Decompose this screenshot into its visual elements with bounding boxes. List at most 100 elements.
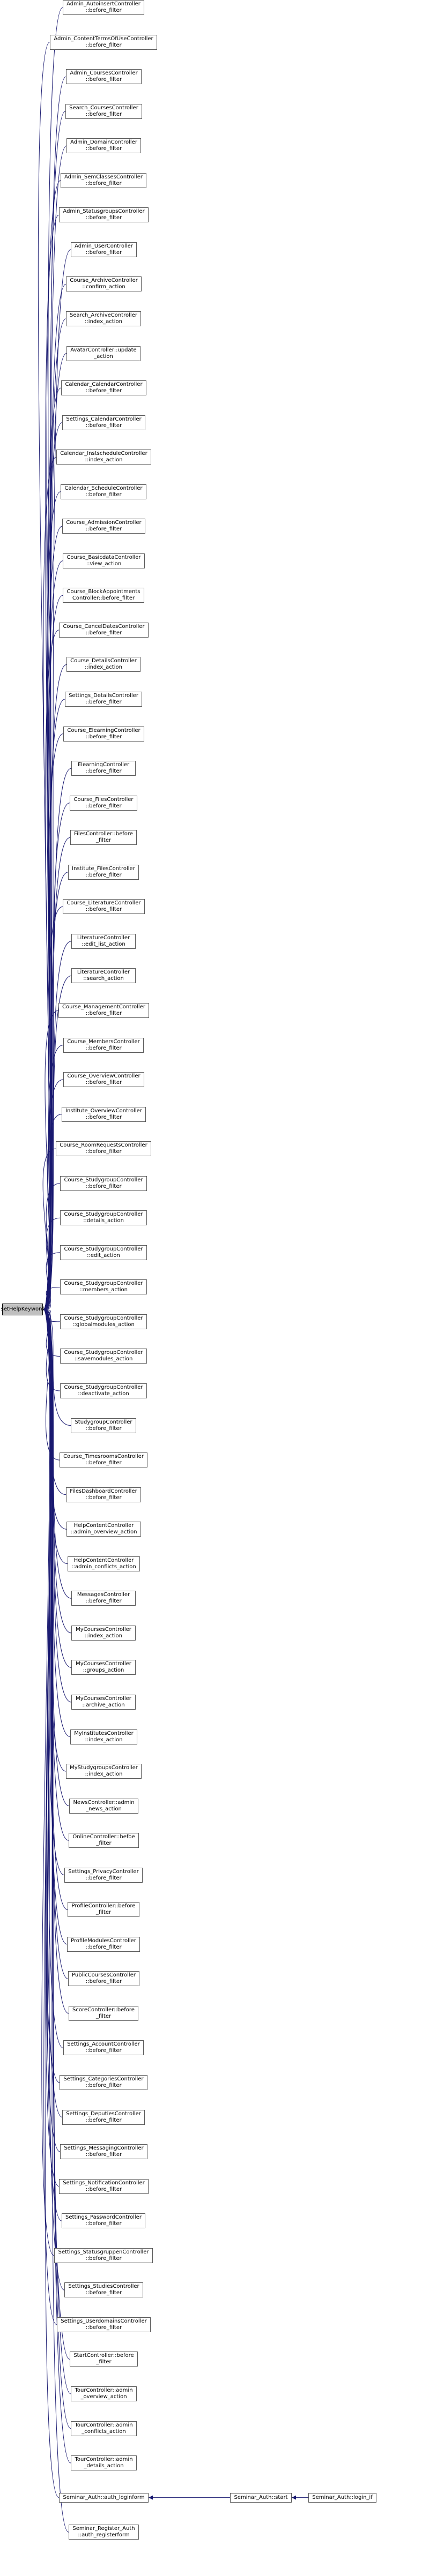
function-name-line: ::before_filter [85, 1875, 122, 1881]
caller-node[interactable]: StartController::before_filter [70, 2352, 138, 2367]
caller-node[interactable]: ScoreController::before_filter [69, 2006, 138, 2021]
caller-node[interactable]: Course_CancelDatesController::before_fil… [59, 623, 149, 638]
caller-node[interactable]: ElearningController::before_filter [71, 761, 136, 776]
caller-node[interactable]: LiteratureController::edit_list_action [71, 934, 136, 949]
caller-node[interactable]: Settings_DetailsController::before_filte… [65, 692, 142, 707]
function-name-line: Course_StudygroupController [64, 1246, 143, 1252]
caller-node[interactable]: Course_ManagementController::before_filt… [58, 1003, 149, 1018]
caller-node[interactable]: Settings_CategoriesController::before_fi… [60, 2075, 147, 2090]
caller-node[interactable]: Course_StudygroupController::members_act… [60, 1279, 147, 1294]
function-name-line: ProfileModulesController [71, 1938, 136, 1944]
caller-node[interactable]: Settings_StudiesController::before_filte… [64, 2282, 143, 2297]
caller-node[interactable]: Course_RoomRequestsController::before_fi… [56, 1141, 151, 1156]
caller-node[interactable]: Institute_OverviewController::before_fil… [62, 1107, 146, 1122]
caller-node[interactable]: Calendar_CalendarController::before_filt… [61, 380, 146, 395]
caller-node[interactable]: Admin_AutoinsertController::before_filte… [63, 0, 144, 15]
function-name-line: Course_StudygroupController [64, 1280, 143, 1286]
caller-node[interactable]: Admin_SemClassesController::before_filte… [61, 173, 146, 188]
call-edge [38, 42, 50, 1312]
function-name-line: Course_CancelDatesController [63, 624, 145, 630]
caller-node[interactable]: HelpContentController::admin_overview_ac… [66, 1522, 141, 1537]
caller-node[interactable]: MyCoursesController::archive_action [71, 1695, 136, 1710]
caller-node[interactable]: TourController::admin_details_action [71, 2455, 137, 2470]
function-name-line: ::before_filter [85, 1045, 122, 1051]
function-name-line: _filter [96, 1840, 112, 1846]
caller-node[interactable]: Admin_ContentTermsOfUseController::befor… [50, 35, 157, 50]
function-name-line: ::index_action [85, 319, 122, 325]
chain-caller-node[interactable]: Seminar_Auth::start [230, 2493, 292, 2503]
caller-node[interactable]: Course_OverviewController::before_filter [63, 1072, 144, 1087]
function-name-line: Admin_AutoinsertController [66, 1, 140, 7]
root-function-node[interactable]: setHelpKeyword [1, 1304, 44, 1315]
function-name-line: AvatarController::update [70, 347, 137, 353]
caller-node[interactable]: MessagesController::before_filter [71, 1591, 136, 1606]
caller-node[interactable]: Admin_DomainController::before_filter [66, 138, 141, 153]
caller-node[interactable]: Course_LiteratureController::before_filt… [63, 899, 145, 914]
caller-node[interactable]: Course_BasicdataController::view_action [63, 553, 145, 568]
caller-node[interactable]: Course_StudygroupController::savemodules… [60, 1349, 147, 1364]
function-name-line: ::before_filter [85, 146, 122, 152]
caller-node[interactable]: Calendar_InstscheduleController::index_a… [56, 450, 151, 465]
caller-node[interactable]: HelpContentController::admin_conflicts_a… [68, 1556, 140, 1571]
caller-node[interactable]: Seminar_Auth::auth_loginform [59, 2493, 149, 2503]
caller-node[interactable]: Admin_UserController::before_filter [71, 242, 137, 257]
caller-node[interactable]: LiteratureController::search_action [71, 968, 136, 983]
caller-node[interactable]: Search_ArchiveController::index_action [66, 311, 141, 326]
caller-node[interactable]: Course_StudygroupController::globalmodul… [60, 1314, 147, 1329]
caller-node[interactable]: Admin_CoursesController::before_filter [66, 69, 142, 84]
caller-node[interactable]: Course_ArchiveController::confirm_action [66, 276, 142, 291]
caller-node[interactable]: Search_CoursesController::before_filter [65, 104, 142, 119]
caller-node[interactable]: Settings_PasswordController::before_filt… [62, 2213, 145, 2228]
chain-caller-node[interactable]: Seminar_Auth::login_if [308, 2493, 376, 2503]
caller-node[interactable]: Settings_MessagingController::before_fil… [60, 2144, 147, 2159]
caller-node[interactable]: Course_StudygroupController::details_act… [60, 1210, 147, 1225]
caller-node[interactable]: Course_TimesroomsController::before_filt… [60, 1452, 147, 1467]
caller-node[interactable]: OnlineController::befoe_filter [69, 1833, 139, 1848]
caller-node[interactable]: NewsController::admin_news_action [69, 1799, 138, 1814]
caller-node[interactable]: AvatarController::update_action [66, 346, 140, 361]
caller-node[interactable]: Settings_AccountController::before_filte… [63, 2040, 144, 2055]
function-name-line: Controller::before_filter [72, 595, 135, 601]
caller-node[interactable]: Calendar_ScheduleController::before_filt… [61, 484, 146, 499]
caller-node[interactable]: Course_FilesController::before_filter [70, 796, 137, 811]
caller-node[interactable]: Admin_StatusgroupsController::before_fil… [59, 207, 149, 222]
caller-node[interactable]: Settings_CalendarController::before_filt… [62, 415, 145, 430]
caller-node[interactable]: ProfileModulesController::before_filter [67, 1937, 140, 1952]
caller-node[interactable]: Course_StudygroupController::edit_action [60, 1245, 147, 1260]
caller-node[interactable]: MyStudygroupsController::index_action [66, 1764, 142, 1779]
caller-node[interactable]: ProfileController::before_filter [68, 1902, 139, 1917]
caller-node[interactable]: Course_AdmissionController::before_filte… [62, 519, 145, 534]
caller-node[interactable]: Course_StudygroupController::before_filt… [60, 1176, 147, 1191]
caller-node[interactable]: PublicCoursesController::before_filter [68, 1971, 139, 1986]
caller-node[interactable]: Settings_NotificationController::before_… [59, 2179, 149, 2194]
function-name-line: Course_ElearningController [67, 728, 140, 733]
caller-node[interactable]: TourController::admin_overview_action [71, 2386, 137, 2401]
caller-node[interactable]: Seminar_Register_Auth::auth_registerform [69, 2525, 139, 2540]
function-name-line: ::before_filter [85, 1114, 122, 1120]
caller-node[interactable]: Course_MembersController::before_filter [63, 1038, 144, 1053]
caller-node[interactable]: Settings_PrivacyController::before_filte… [64, 1868, 143, 1883]
caller-node[interactable]: TourController::admin_conflicts_action [71, 2421, 137, 2436]
caller-node[interactable]: FilesController::before_filter [70, 830, 137, 845]
function-name-line: _conflicts_action [82, 2429, 126, 2435]
caller-node[interactable]: MyCoursesController::groups_action [71, 1660, 136, 1675]
function-name-line: _filter [96, 2359, 112, 2365]
call-edge [43, 1307, 72, 1703]
caller-node[interactable]: Course_StudygroupController::deactivate_… [60, 1383, 147, 1398]
caller-node[interactable]: Course_ElearningController::before_filte… [63, 727, 144, 742]
caller-node[interactable]: Settings_UserdomainsController::before_f… [57, 2317, 151, 2332]
caller-node[interactable]: MyInstitutesController::index_action [70, 1729, 137, 1744]
caller-node[interactable]: StudygroupController::before_filter [71, 1418, 136, 1433]
caller-node[interactable]: Settings_DeputiesController::before_filt… [62, 2110, 145, 2125]
function-name-line: MyStudygroupsController [70, 1765, 138, 1771]
function-name-line: TourController::admin [75, 2422, 133, 2428]
function-name-line: ::before_filter [85, 2083, 122, 2088]
caller-node[interactable]: FilesDashboardController::before_filter [66, 1487, 141, 1502]
caller-node[interactable]: MyCoursesController::index_action [71, 1626, 136, 1641]
function-name-line: Settings_StudiesController [68, 2283, 139, 2289]
caller-node[interactable]: Institute_FilesController::before_filter [68, 865, 139, 880]
caller-node[interactable]: Settings_StatusgruppenController::before… [54, 2248, 153, 2263]
function-name-line: NewsController::admin [73, 1800, 135, 1806]
caller-node[interactable]: Course_DetailsController::index_action [66, 657, 140, 672]
